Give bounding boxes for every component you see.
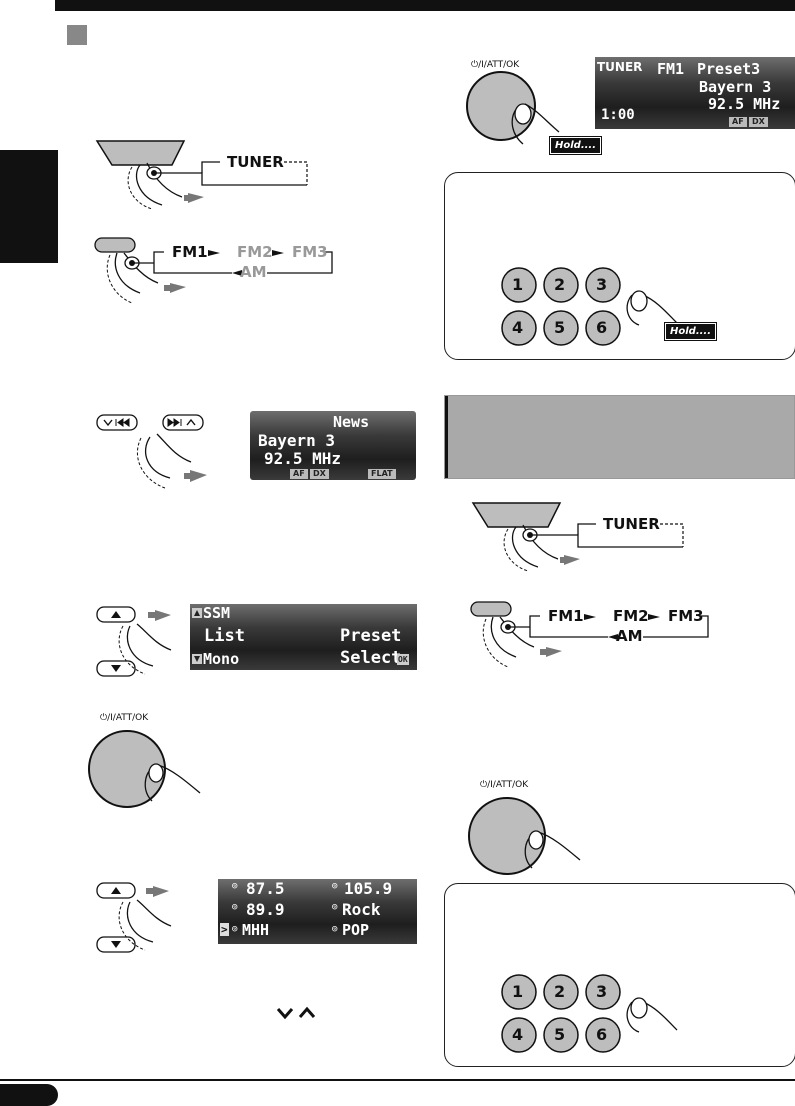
key-6: 6 <box>596 318 608 337</box>
knob-label-right: ⏻/I/ATT/OK <box>480 780 529 790</box>
preset-marker-2: ◎ <box>232 902 238 912</box>
chevron-up-down-icon <box>275 1004 319 1022</box>
band-button-illustration-right: FM1 FM2 FM3 AM <box>468 597 718 672</box>
band-button-illustration: FM1 FM2 FM3 AM <box>92 233 342 308</box>
keypad-hold: 1 2 3 4 5 6 Hold.... <box>497 265 777 355</box>
section-marker-square <box>67 25 87 45</box>
knob-label-top: ⏻/I/ATT/OK <box>471 60 520 70</box>
menu-item-mono: Mono <box>203 650 240 668</box>
lcd-pty-news: News <box>333 413 370 431</box>
up-arrow-icon <box>192 608 202 618</box>
lcd-source-tuner: TUNER <box>597 60 643 74</box>
flow-label-fm3-right: FM3 <box>668 607 704 625</box>
up-down-buttons-icon <box>96 606 172 677</box>
att-ok-knob-illustration-left: ⏻/I/ATT/OK <box>80 713 210 818</box>
lcd-band-fm1: FM1 <box>657 60 685 78</box>
att-ok-knob-hold-illustration: ⏻/I/ATT/OK Hold.... <box>455 60 605 160</box>
knob-label: ⏻/I/ATT/OK <box>100 713 149 723</box>
band-button-icon-right <box>470 601 709 668</box>
hold-badge-keypad: Hold.... <box>663 322 718 341</box>
menu-right-preset: Preset <box>340 626 402 646</box>
flow-label-fm2: FM2 <box>237 243 273 261</box>
bottom-rule <box>0 1079 795 1081</box>
lcd-preset-number: Preset3 <box>697 60 761 78</box>
preset-marker-6: ◎ <box>332 924 338 934</box>
preset-row2-right: Rock <box>342 900 381 919</box>
key-6-b: 6 <box>596 1025 608 1044</box>
up-down-buttons-illustration-2 <box>95 880 185 960</box>
flow-label-tuner: TUNER <box>227 153 284 171</box>
side-language-tab <box>0 150 58 263</box>
down-arrow-icon <box>192 654 202 664</box>
up-down-buttons-illustration <box>95 604 185 684</box>
menu-right-select: Select <box>340 648 402 668</box>
preset-row2-left: 89.9 <box>246 900 285 919</box>
key-5: 5 <box>554 318 566 337</box>
flow-label-fm1-right: FM1 <box>548 607 584 625</box>
flag-flat: FLAT <box>368 469 396 479</box>
key-1: 1 <box>512 275 524 294</box>
key-4: 4 <box>512 318 524 337</box>
source-button-icon <box>95 140 308 210</box>
preset-marker-5: ◎ <box>332 902 338 912</box>
menu-item-list: List <box>204 626 245 646</box>
flow-label-fm3: FM3 <box>292 243 328 261</box>
key-2-b: 2 <box>554 982 566 1001</box>
key-3-b: 3 <box>596 982 608 1001</box>
lcd-display-news: News Bayern 3 92.5 MHz AF DX FLAT <box>250 411 416 480</box>
att-ok-knob-icon <box>88 730 201 808</box>
key-2: 2 <box>554 275 566 294</box>
flag-af: AF <box>290 469 308 479</box>
source-button-illustration-right: TUNER <box>468 497 698 572</box>
top-bar <box>55 0 795 11</box>
page-number-tab <box>0 1084 58 1106</box>
lcd-display-preset-list: ◎ 87.5 ◎ 105.9 ◎ 89.9 ◎ Rock > ◎ MHH ◎ P… <box>218 879 417 944</box>
flag-dx: DX <box>310 469 329 479</box>
preset-marker-4: ◎ <box>332 881 338 891</box>
keypad: 1 2 3 4 5 6 <box>497 972 747 1062</box>
preset-row1-left: 87.5 <box>246 879 285 898</box>
preset-keypad-box: 1 2 3 4 5 6 <box>444 883 795 1067</box>
att-ok-knob-illustration-right: ⏻/I/ATT/OK <box>460 780 590 885</box>
lcd-frequency: 92.5 MHz <box>264 449 342 468</box>
seek-buttons-icon <box>96 414 207 489</box>
lcd-station: Bayern 3 <box>258 431 336 450</box>
att-ok-knob-icon-right <box>468 797 581 875</box>
hold-badge-top: Hold.... <box>548 136 603 155</box>
flow-label-fm2-right: FM2 <box>613 607 649 625</box>
preset-row3-right: POP <box>342 921 370 939</box>
key-1-b: 1 <box>512 982 524 1001</box>
att-ok-knob-icon-top <box>466 71 560 145</box>
preset-row3-left: MHH <box>242 921 270 939</box>
preset-row1-right: 105.9 <box>344 879 393 898</box>
key-3: 3 <box>596 275 608 294</box>
menu-item-ssm: SSM <box>203 604 231 622</box>
preset-marker-1: ◎ <box>232 881 238 891</box>
lcd-station-store: Bayern 3 <box>699 78 772 96</box>
lcd-display-preset-store: TUNER FM1 Preset3 Bayern 3 92.5 MHz 1:00… <box>595 57 795 129</box>
lcd-frequency-store: 92.5 MHz <box>708 95 781 113</box>
band-button-icon <box>94 237 333 304</box>
section-heading-box <box>444 395 795 479</box>
flow-label-tuner-right: TUNER <box>603 515 660 533</box>
source-button-icon-right <box>471 502 684 572</box>
key-5-b: 5 <box>554 1025 566 1044</box>
flag-af-store: AF <box>729 117 747 127</box>
flag-dx-store: DX <box>749 117 768 127</box>
lcd-display-menu: SSM List Mono Preset Select OK <box>190 604 417 670</box>
flow-label-fm1: FM1 <box>172 243 208 261</box>
cursor-arrow-icon: > <box>220 923 229 936</box>
flow-label-am-right: AM <box>616 627 643 645</box>
seek-buttons-illustration <box>95 412 225 492</box>
preset-keypad-hold-box: 1 2 3 4 5 6 Hold.... <box>444 172 795 360</box>
up-down-buttons-icon-2 <box>96 882 172 953</box>
flow-label-am: AM <box>240 263 267 281</box>
key-4-b: 4 <box>512 1025 524 1044</box>
preset-marker-3: ◎ <box>232 924 238 934</box>
source-button-illustration: TUNER <box>92 135 322 210</box>
lcd-clock: 1:00 <box>601 107 635 123</box>
menu-ok-badge: OK <box>397 654 409 665</box>
